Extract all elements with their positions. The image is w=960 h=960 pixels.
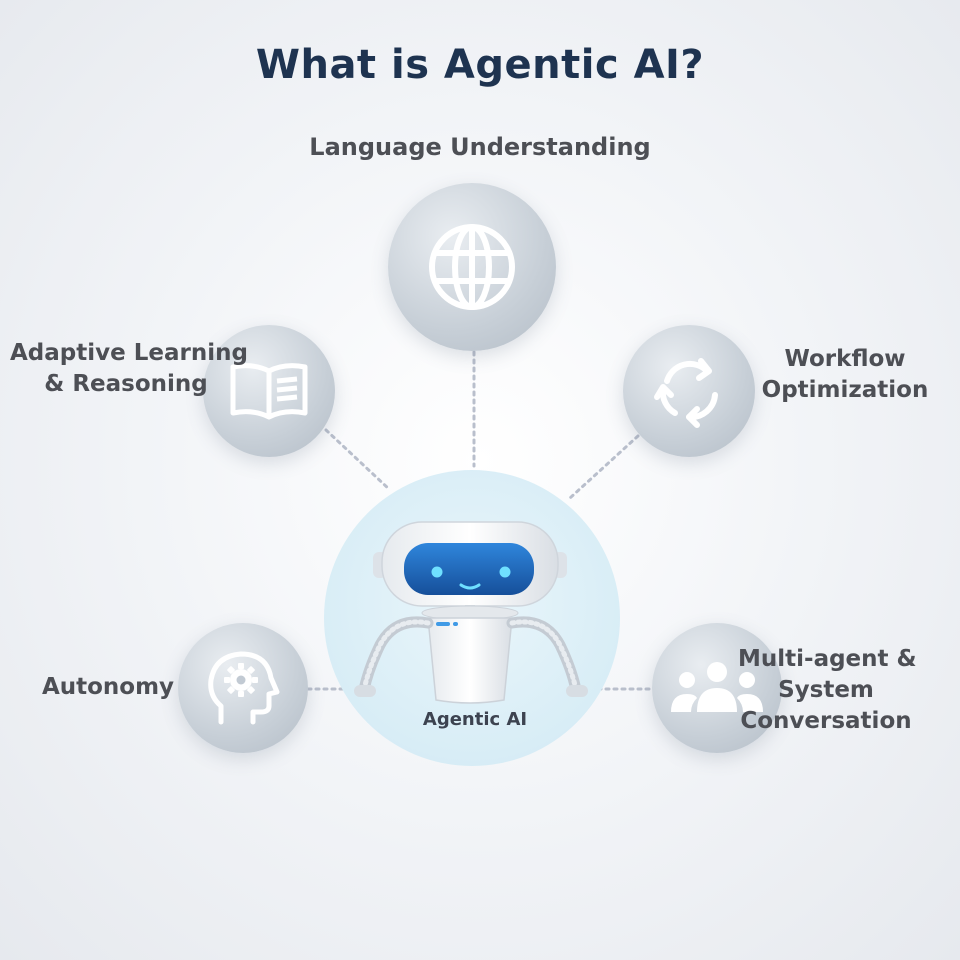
node-language	[388, 183, 556, 351]
people-group-icon	[671, 662, 763, 712]
globe-icon	[429, 224, 515, 310]
node-multiagent	[652, 623, 782, 753]
label-language: Language Understanding	[309, 133, 651, 161]
refresh-cycle-icon	[654, 358, 718, 428]
label-adaptive: Adaptive Learning & Reasoning	[10, 340, 248, 397]
node-adaptive	[203, 325, 335, 457]
book-icon	[230, 363, 308, 420]
node-autonomy	[178, 623, 308, 753]
connector-workflow	[568, 434, 640, 500]
label-workflow: Workflow Optimization	[761, 346, 929, 403]
robot-icon	[354, 521, 588, 704]
connector-adaptive	[324, 428, 392, 492]
page-title: What is Agentic AI?	[255, 42, 705, 88]
label-multiagent: Multi-agent & System Conversation	[738, 646, 917, 734]
node-workflow	[623, 325, 755, 457]
head-gear-icon	[208, 651, 280, 725]
center-label: Agentic AI	[422, 709, 528, 730]
label-autonomy: Autonomy	[41, 674, 175, 700]
